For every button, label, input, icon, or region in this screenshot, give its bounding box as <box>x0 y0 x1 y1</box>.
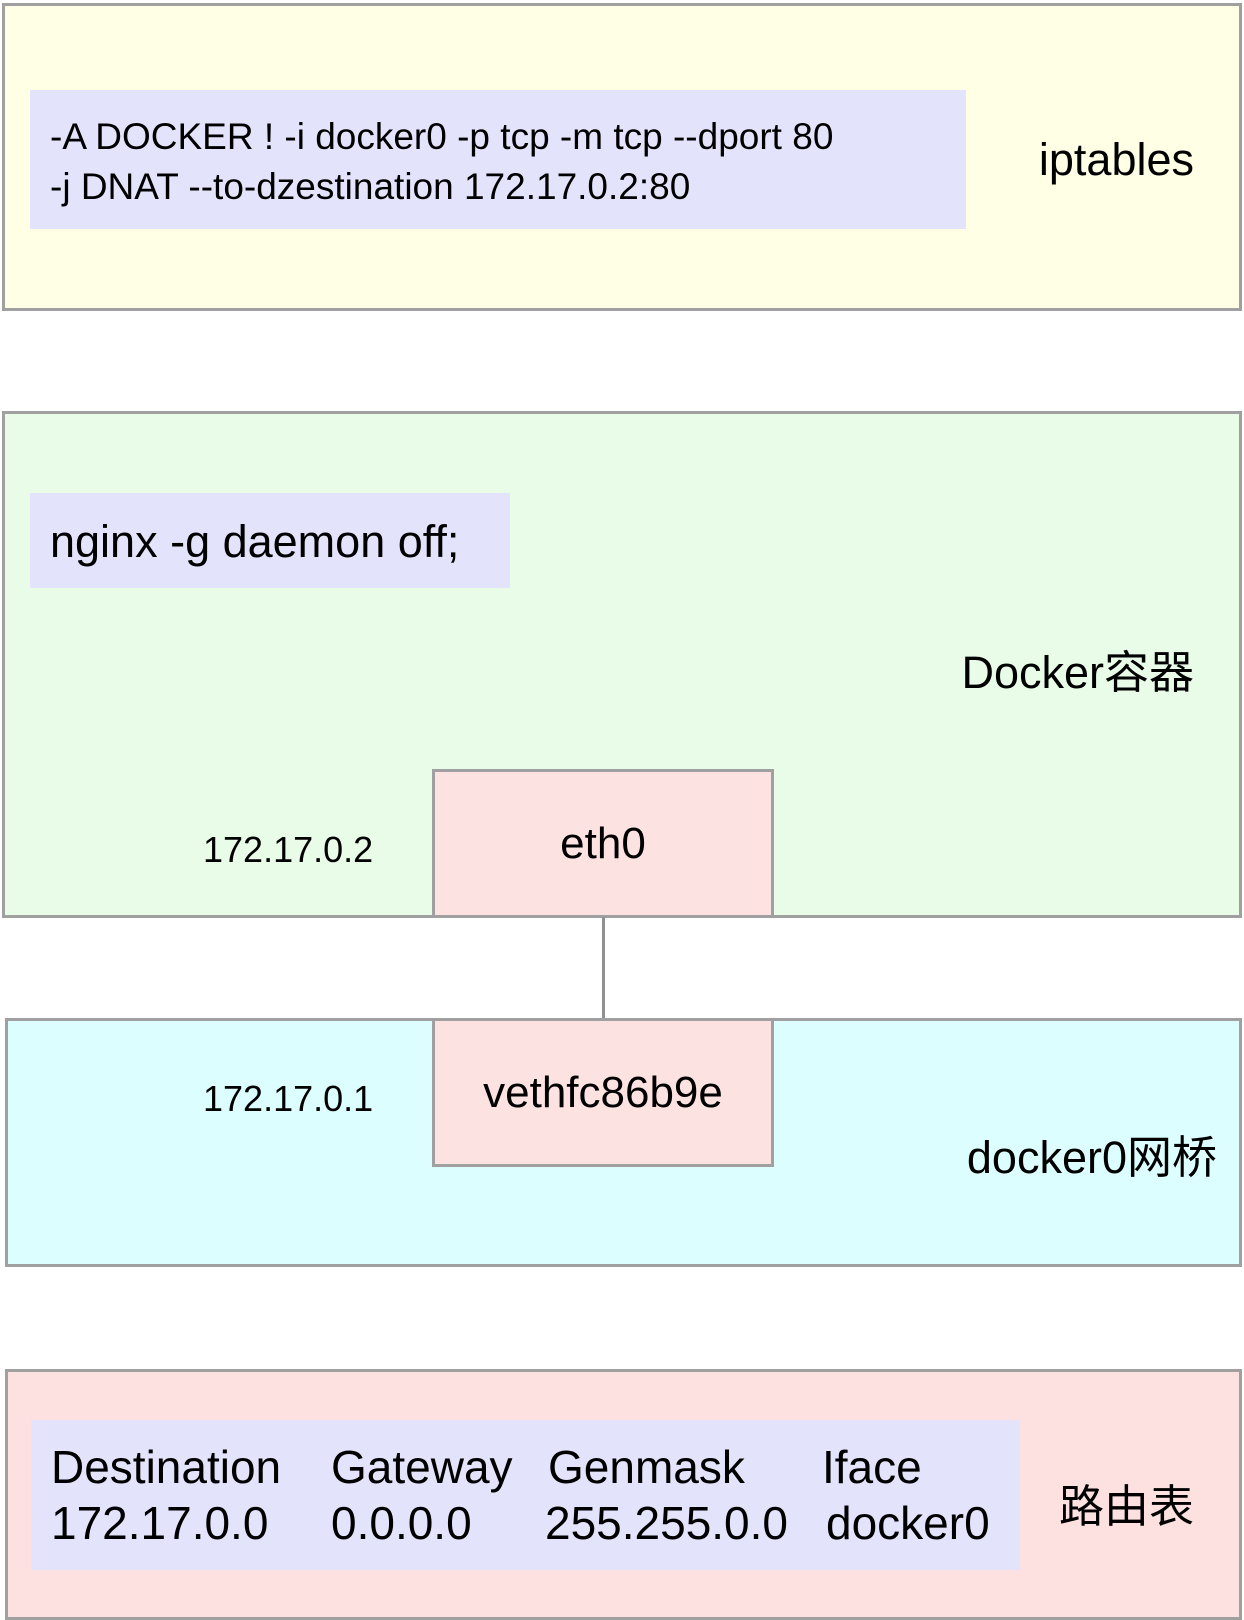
route-table: Destination Gateway Genmask Iface 172.17… <box>31 1420 1020 1570</box>
cell-gateway: 0.0.0.0 <box>331 1497 472 1549</box>
header-genmask: Genmask <box>548 1441 745 1493</box>
iptables-rule: -A DOCKER ! -i docker0 -p tcp -m tcp --d… <box>30 90 966 229</box>
veth-interface: vethfc86b9e <box>432 1018 774 1167</box>
container-label: Docker容器 <box>961 647 1194 698</box>
iptables-label: iptables <box>1038 134 1194 185</box>
eth0-interface: eth0 <box>432 769 774 918</box>
veth-link-line <box>602 917 605 1019</box>
eth0-label: eth0 <box>560 818 646 868</box>
nginx-command: nginx -g daemon off; <box>30 493 510 588</box>
bridge-ip: 172.17.0.1 <box>203 1078 374 1119</box>
iptables-box: -A DOCKER ! -i docker0 -p tcp -m tcp --d… <box>2 3 1242 311</box>
cell-iface: docker0 <box>826 1497 990 1549</box>
header-gateway: Gateway <box>331 1441 513 1493</box>
container-ip: 172.17.0.2 <box>203 829 374 870</box>
rule-line-2: -j DNAT --to-dzestination 172.17.0.2:80 <box>50 166 691 207</box>
cell-genmask: 255.255.0.0 <box>545 1497 789 1549</box>
bridge-label: docker0网桥 <box>966 1132 1217 1183</box>
rule-line-1: -A DOCKER ! -i docker0 -p tcp -m tcp --d… <box>50 116 834 157</box>
header-iface: Iface <box>822 1441 922 1493</box>
veth-label: vethfc86b9e <box>483 1067 723 1117</box>
command-text: nginx -g daemon off; <box>50 516 460 567</box>
cell-destination: 172.17.0.0 <box>51 1497 269 1549</box>
route-table-box: Destination Gateway Genmask Iface 172.17… <box>5 1369 1242 1620</box>
route-table-label: 路由表 <box>1058 1481 1194 1532</box>
header-destination: Destination <box>51 1441 282 1493</box>
